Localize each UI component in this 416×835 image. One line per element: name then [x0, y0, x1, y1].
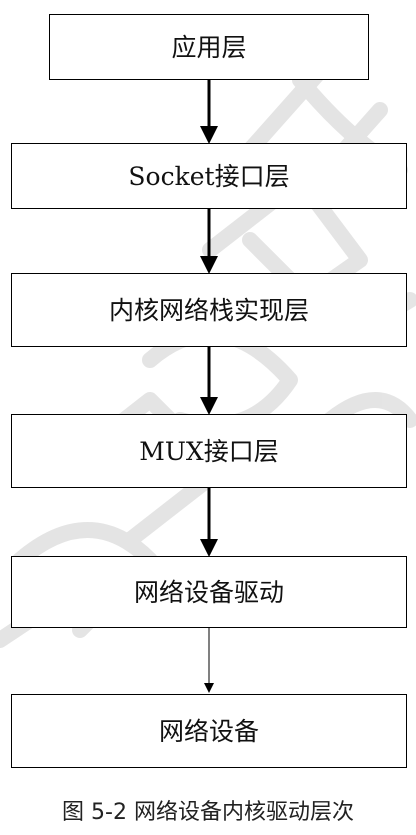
layer-label-kernel-network-stack: 内核网络栈实现层: [108, 295, 309, 325]
layer-label-application: 应用层: [171, 32, 247, 62]
layer-label-network-device: 网络设备: [158, 716, 259, 746]
layer-label-network-device-driver: 网络设备驱动: [133, 577, 284, 607]
layer-box-kernel-network-stack: 内核网络栈实现层: [11, 273, 407, 347]
layer-box-mux-interface: MUX接口层: [11, 414, 407, 488]
layer-box-socket-interface: Socket接口层: [11, 143, 407, 209]
layer-box-application: 应用层: [49, 14, 369, 80]
layer-label-socket-interface: Socket接口层: [128, 161, 290, 191]
layer-box-network-device: 网络设备: [11, 694, 407, 768]
layer-box-network-device-driver: 网络设备驱动: [11, 556, 407, 628]
layer-label-mux-interface: MUX接口层: [139, 436, 279, 466]
figure-caption: 图 5-2 网络设备内核驱动层次: [62, 800, 354, 825]
